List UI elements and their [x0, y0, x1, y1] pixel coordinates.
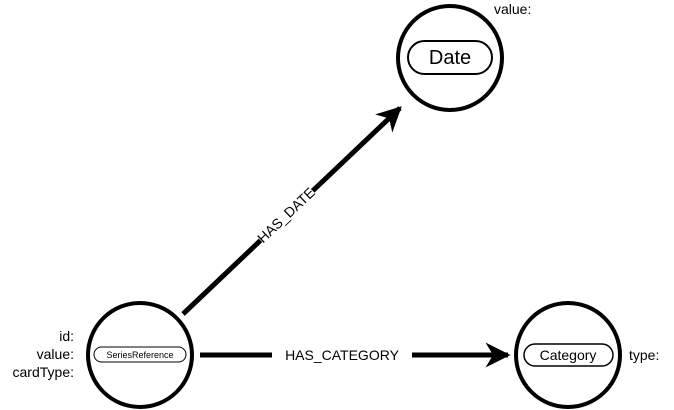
node-category-property: type:	[629, 347, 659, 363]
node-category-label: Category	[540, 347, 597, 363]
node-date[interactable]: Date value:	[396, 1, 531, 112]
node-category-label-pill	[523, 343, 614, 367]
node-category[interactable]: Category type:	[514, 301, 659, 409]
node-date-label: Date	[429, 47, 471, 69]
edge-has-category[interactable]: HAS_CATEGORY	[200, 342, 511, 368]
edge-has-date[interactable]: HAS_DATE	[181, 106, 402, 316]
node-series-reference-property-id: id:	[59, 328, 74, 344]
node-series-reference-property-cardtype: cardType:	[13, 364, 74, 380]
edge-has-category-label-bg	[272, 343, 412, 365]
edge-has-category-label: HAS_CATEGORY	[285, 347, 400, 363]
node-date-property: value:	[494, 1, 531, 17]
edge-has-date-label-bg	[253, 183, 319, 247]
node-date-label-pill	[407, 40, 493, 75]
node-series-reference[interactable]: SeriesReference id: value: cardType:	[13, 301, 194, 409]
edge-has-date-label: HAS_DATE	[254, 184, 318, 246]
node-series-reference-property-value: value:	[37, 346, 74, 362]
node-series-reference-label-pill	[93, 346, 187, 363]
node-series-reference-label: SeriesReference	[106, 350, 173, 360]
